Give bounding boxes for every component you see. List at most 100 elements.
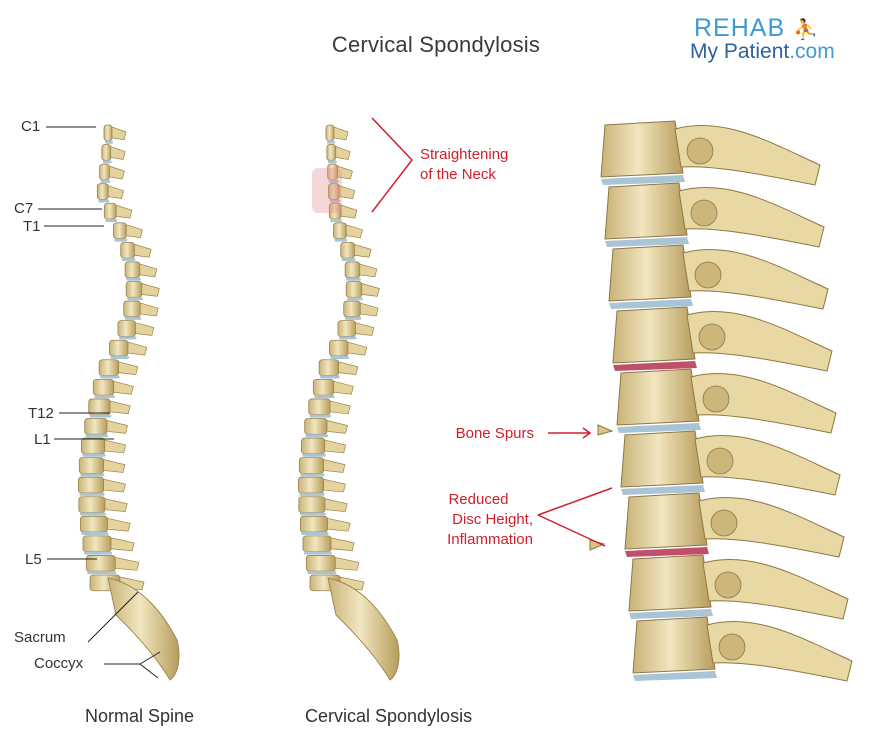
spondylosis-spine-vertebra bbox=[319, 360, 338, 376]
spondylosis-spine-vertebra bbox=[344, 301, 361, 317]
bone-spur bbox=[598, 425, 612, 435]
normal-spine-spinous-process bbox=[140, 264, 157, 277]
spondylosis-spine-vertebra bbox=[341, 242, 355, 258]
normal-spine-vertebra bbox=[113, 223, 126, 239]
normal-spine-disc bbox=[122, 258, 136, 261]
normal-spine-disc bbox=[101, 180, 111, 183]
label-c7: C7 bbox=[14, 200, 33, 217]
spondylosis-spine-vertebra bbox=[306, 555, 335, 571]
normal-spine-vertebra bbox=[85, 418, 107, 434]
normal-spine-spinous-process bbox=[111, 147, 125, 160]
normal-spine-spinous-process bbox=[136, 323, 154, 336]
spondylosis-spine-disc bbox=[310, 415, 331, 418]
normal-spine-disc bbox=[114, 239, 127, 242]
normal-spine-disc bbox=[90, 415, 111, 418]
spondylosis-spine-spinous-process bbox=[334, 127, 348, 140]
spondylosis-spine-disc bbox=[304, 552, 332, 555]
closeup-facet-joint bbox=[711, 510, 737, 536]
spondylosis-spine-disc bbox=[330, 356, 349, 359]
label-t1: T1 bbox=[23, 218, 41, 235]
spondylosis-spine-vertebra bbox=[298, 477, 323, 493]
closeup-facet-joint bbox=[691, 200, 717, 226]
normal-spine-vertebra bbox=[86, 555, 115, 571]
spondylosis-spine-vertebra bbox=[346, 282, 362, 298]
label-t12: T12 bbox=[28, 405, 54, 422]
normal-spine-disc bbox=[80, 512, 106, 515]
spondylosis-spine-vertebra bbox=[300, 516, 327, 532]
straightening-bracket bbox=[372, 118, 412, 212]
closeup-facet-joint bbox=[719, 634, 745, 660]
normal-spine-vertebra bbox=[79, 497, 105, 513]
spondylosis-spine-spinous-process bbox=[330, 401, 350, 414]
spondylosis-spine-spinous-process bbox=[336, 147, 350, 160]
normal-spine-spinous-process bbox=[107, 420, 128, 433]
closeup-vertebral-body bbox=[633, 617, 715, 673]
normal-spine-spinous-process bbox=[119, 362, 138, 375]
spondylosis-spine-disc bbox=[347, 297, 363, 300]
normal-spine-spinous-process bbox=[110, 401, 130, 414]
normal-spine-vertebra bbox=[121, 242, 135, 258]
closeup-vertebral-body bbox=[621, 431, 703, 487]
spondylosis-spine-disc bbox=[320, 376, 339, 379]
normal-spine-spinous-process bbox=[134, 244, 151, 257]
normal-spine-vertebra bbox=[104, 203, 116, 219]
spondylosis-spine-spinous-process bbox=[325, 499, 347, 512]
spondylosis-spine-spinous-process bbox=[360, 264, 377, 277]
normal-spine-vertebra bbox=[79, 458, 103, 474]
normal-spine-disc bbox=[100, 376, 119, 379]
spondylosis-spine-vertebra bbox=[338, 321, 356, 337]
normal-spine-disc bbox=[126, 278, 141, 281]
spondylosis-spine-spinous-process bbox=[348, 342, 367, 355]
spondylosis-spine-disc bbox=[345, 317, 362, 320]
spondylosis-spine-spinous-process bbox=[325, 440, 346, 453]
spondylosis-spine-disc bbox=[302, 454, 325, 457]
normal-spine-vertebra bbox=[80, 516, 107, 532]
spondylosis-spine-disc bbox=[334, 239, 347, 242]
closeup-facet-joint bbox=[707, 448, 733, 474]
spondylosis-spine-disc bbox=[342, 258, 356, 261]
normal-spine-disc bbox=[98, 199, 109, 202]
logo-mypatient: My Patient.com bbox=[690, 40, 835, 64]
spondylosis-spine-disc bbox=[328, 160, 337, 163]
normal-spine-vertebra bbox=[102, 145, 111, 161]
spondylosis-spine-disc bbox=[327, 141, 335, 144]
normal-spine-vertebra bbox=[83, 536, 111, 552]
normal-spine-vertebra bbox=[99, 360, 118, 376]
spondylosis-spine-vertebra bbox=[305, 418, 327, 434]
inflamed-neck-highlight bbox=[312, 168, 342, 213]
label-c1: C1 bbox=[21, 118, 40, 135]
spondylosis-spine-vertebra bbox=[333, 223, 346, 239]
normal-spine-spinous-process bbox=[140, 303, 158, 316]
normal-spine-spinous-process bbox=[112, 127, 126, 140]
normal-spine-spinous-process bbox=[142, 284, 159, 297]
normal-spine-disc bbox=[94, 395, 114, 398]
normal-spine-vertebra bbox=[100, 164, 110, 180]
spondylosis-spine-disc bbox=[339, 336, 357, 339]
normal-spine-disc bbox=[119, 336, 137, 339]
normal-spine-disc bbox=[105, 219, 117, 222]
spondylosis-spine-spinous-process bbox=[324, 479, 346, 492]
normal-spine-vertebra bbox=[126, 282, 142, 298]
label-l5: L5 bbox=[25, 551, 42, 568]
closeup-vertebral-body bbox=[625, 493, 707, 549]
spondylosis-spine-spinous-process bbox=[360, 303, 378, 316]
normal-spine-disc bbox=[79, 493, 104, 496]
spondylosis-spine-disc bbox=[346, 278, 361, 281]
normal-spine-spinous-process bbox=[108, 186, 123, 199]
caption-cervical-spondylosis: Cervical Spondylosis bbox=[305, 706, 472, 727]
closeup-vertebral-body bbox=[629, 555, 711, 611]
label-coccyx: Coccyx bbox=[34, 655, 83, 672]
closeup-vertebral-body bbox=[609, 245, 691, 301]
normal-spine-vertebra bbox=[89, 399, 110, 415]
logo-rehab: REHAB ⛹ bbox=[694, 14, 819, 43]
spondylosis-spine-vertebra bbox=[299, 497, 325, 513]
spondylosis-spine-spinous-process bbox=[324, 460, 345, 473]
reduced-disc-arrows bbox=[538, 488, 612, 546]
spondylosis-spine-spinous-process bbox=[331, 538, 354, 551]
spondylosis-spine-vertebra bbox=[309, 399, 330, 415]
closeup-facet-joint bbox=[703, 386, 729, 412]
normal-spine-vertebra bbox=[81, 438, 104, 454]
label-sacrum: Sacrum bbox=[14, 629, 66, 646]
